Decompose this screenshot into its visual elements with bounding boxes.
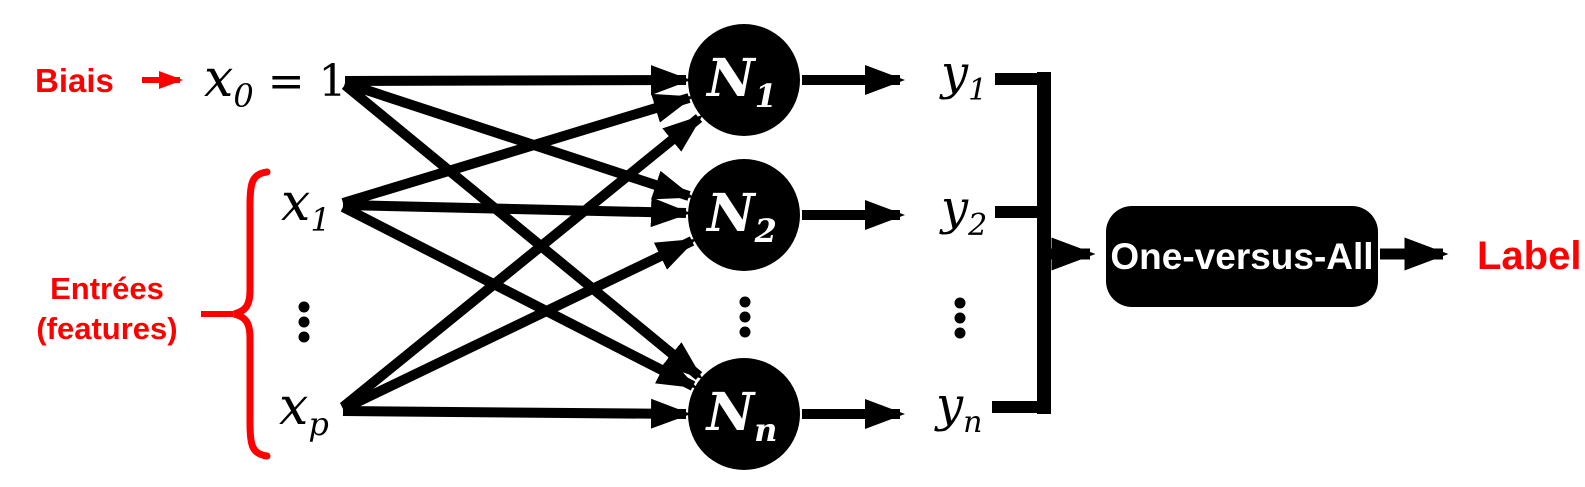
input-ellipsis [298,301,310,343]
ellipsis-dot [298,331,310,343]
neuron-layer: N1 N2 Nn [688,24,800,470]
output-node-yn: yn [934,377,982,440]
output-y2-base: y [939,180,969,236]
label-text: Label [1477,234,1581,278]
output-layer: y1 y2 yn [934,45,987,440]
input-node-x0: x0 = 1 [204,49,347,115]
output-yn-sub: n [963,405,982,440]
ellipsis-dot [954,327,966,339]
neuron-n1-base: N [705,48,757,109]
classifier-box: One-versus-All [1106,206,1378,307]
input-node-x1: x1 [281,173,331,239]
edge-x0-nn [341,81,703,380]
neuron-n1-sub: 1 [755,77,777,115]
output-y1-base: y [939,45,969,101]
neuron-n2-circle [688,159,800,271]
edge-x1-nn [340,202,698,391]
output-y1-sub: 1 [968,73,987,108]
edge-xp-nn [342,398,691,429]
ellipsis-dot [954,312,966,324]
neuron-n1-circle [688,24,800,136]
neuron-n2-label: N2 [705,183,777,250]
neuron-nn-base: N [705,382,757,443]
ellipsis-dot [739,326,751,338]
inputs-label-line2: (features) [36,311,177,346]
edge-x0-n1 [344,65,691,96]
classifier-label: One-versus-All [1110,236,1373,277]
neuron-nn-circle [688,358,800,470]
neuron-n1-label: N1 [705,48,777,115]
ellipsis-dot [739,296,751,308]
output-node-y1: y1 [939,45,987,108]
input-x0-sub: 0 [233,77,253,115]
bias-annotation: Biais [35,62,183,99]
neuron-n2-sub: 2 [754,212,777,250]
ellipsis-dot [298,301,310,313]
inputs-label-line1: Entrées [50,271,164,306]
inputs-brace-icon [233,168,271,460]
ellipsis-dot [739,311,751,323]
output-y2-sub: 2 [967,208,987,243]
input-layer: x0= 1 x1 xp [204,49,347,443]
input-node-xp: xp [279,377,329,443]
output-ellipsis [954,297,966,339]
neuron-ellipsis [739,296,751,338]
edge-x0-n2 [343,78,694,201]
input-x1-sub: 1 [310,201,330,239]
output-arrows [802,65,905,429]
bias-label: Biais [35,62,114,99]
output-yn-base: y [934,377,964,433]
neuron-nn: Nn [688,358,800,470]
neuron-nn-sub: n [754,411,777,449]
input-xp-base: x [279,377,308,437]
input-x1-base: x [281,173,310,233]
neuron-nn-label: Nn [705,382,778,449]
ellipsis-dot [298,316,310,328]
input-x0-base: x [204,49,233,109]
connection-edges [339,65,703,429]
final-label: Label [1380,234,1581,278]
edge-xp-n2 [340,236,697,414]
edge-x1-n1 [341,93,694,208]
classifier-rect [1106,206,1378,307]
inputs-annotation: Entrées (features) [36,168,271,460]
output-collector [992,72,1096,414]
output-node-y2: y2 [939,180,987,243]
ellipsis-dot [954,297,966,309]
input-xp-sub: p [308,405,328,443]
neuron-n2-base: N [705,183,757,244]
edge-xp-n1 [339,114,703,411]
neuron-n2: N2 [688,159,800,271]
edge-x1-n2 [342,197,691,228]
input-x0-equals: = 1 [268,56,347,107]
neuron-n1: N1 [688,24,800,136]
